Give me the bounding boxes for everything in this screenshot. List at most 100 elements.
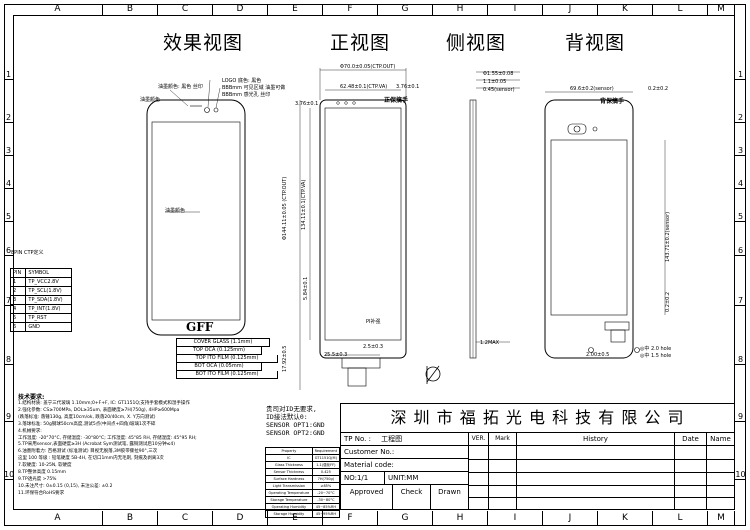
view-title-effect: 效果视图 [163, 32, 244, 54]
dim-va-width: 62.48±0.1(CTP.VA) [340, 84, 388, 90]
stack-layer: TOP ITO FILM (0.125mm) [176, 355, 278, 363]
row-label: 4 [735, 179, 746, 189]
pi-stiffener-label: PI补强 [366, 319, 381, 325]
unit-cell: UNIT:MM [385, 472, 469, 485]
dim-lower-total: 17.92±0.5 [282, 345, 288, 372]
front-hand-label: 正保搞手 [384, 97, 409, 104]
row-label: 5 [735, 212, 746, 222]
pin-cell: 3 [9, 295, 27, 305]
dim-fpc-tab: 2.5±0.3 [363, 344, 384, 350]
table-row: Storage Temperature-30~80°C [265, 496, 341, 504]
col-label: K [598, 511, 653, 526]
prop-cell: Sensor Thickness [265, 468, 313, 476]
history-grid-vline [488, 446, 489, 509]
dim-fpc-width: 25.5±0.3 [324, 352, 348, 358]
tech-line: 工作温度: -20°70°C, 存储温度: -30°80°C; 工作湿度: 45… [18, 435, 197, 441]
pin-header: PIN [9, 268, 27, 278]
prop-header: Property [265, 447, 313, 455]
stack-layer: BOT OCA (0.05mm) [176, 363, 262, 371]
prop-cell: 0.425 [311, 468, 341, 476]
col-label: M [708, 511, 735, 526]
tech-line: 7.软硬度: 10-25N, 软硬度 [18, 463, 72, 469]
mark-cell: Mark [489, 432, 517, 446]
prop-header: Requirement [311, 447, 341, 455]
row-label: 3 [735, 146, 746, 156]
history-grid-line [469, 497, 734, 498]
drawing-frame [4, 4, 746, 526]
col-label: C [158, 4, 213, 15]
prop-cell: Storage Humidity [265, 510, 313, 518]
prop-cell: Surface Hardness [265, 475, 313, 483]
side-view-drawing [469, 71, 520, 359]
row-label: 4 [4, 179, 13, 189]
front-view-drawing [299, 68, 407, 390]
tech-requirements: 技术要求: 1.结构材质: 盖宁三代玻璃 1.10mm;0+F+F, IC: G… [18, 392, 238, 498]
tp-no-label: TP No. : [344, 435, 371, 443]
customer-cell: Customer No.: [341, 446, 469, 459]
dim-height-total: Φ144.11±0.05 (CTP.OUT) [282, 176, 288, 240]
row-label: 8 [4, 355, 13, 365]
col-label: A [13, 4, 103, 15]
col-label: D [213, 511, 268, 526]
col-label: M [708, 4, 735, 15]
tech-line: 10.未注尺寸: 0±0.15 (0,15), 未注公差: ±0.2 [18, 483, 113, 489]
prop-cell: 45~95%RH [311, 510, 341, 518]
stack-layer: TOP OCA (0.125mm) [176, 347, 262, 355]
id-note-line: 贵司对ID无要求, [266, 405, 317, 413]
check-cell: Check [393, 485, 431, 509]
tp-no-value: 工程图 [381, 435, 403, 443]
material-cell: Material code: [341, 459, 469, 472]
pin-cell: TP_INT(1.8V) [25, 304, 72, 314]
dim-t1: 1.1±0.05 [483, 79, 507, 85]
row-label: 2 [4, 113, 13, 123]
tech-line: 8.TP整体高度 0.15mm [18, 470, 66, 476]
prop-cell: Light Transmission [265, 482, 313, 490]
tp-no-cell: TP No. : 工程图 [341, 432, 469, 446]
row-label: 10 [735, 470, 746, 480]
row-label: 9 [4, 412, 13, 422]
view-title-side: 侧视图 [446, 32, 507, 54]
dim-back-width: 69.6±0.2(sensor) [570, 86, 614, 92]
tech-line: 9.TP透光度 >75% [18, 476, 57, 482]
dim-t3: 1.2MAX [480, 340, 500, 346]
prop-cell: Storage Temperature [265, 496, 313, 504]
col-label: E [268, 511, 323, 526]
dim-width-total: Φ70.0±0.05(CTP.OUT) [340, 64, 396, 70]
ink-color-label: 油墨颜色 [165, 208, 186, 214]
tech-line: 1.结构材质: 盖宁三代玻璃 1.10mm;0+F+F, IC: GT1151Q… [18, 401, 190, 406]
view-title-back: 背视图 [565, 32, 626, 54]
dim-thickness: Φ1.55±0.08 [483, 71, 514, 77]
company-name: 深 圳 市 福 拓 光 电 科 技 有 限 公 司 [341, 404, 734, 433]
tech-title: 技术要求: [18, 394, 45, 401]
col-label: J [543, 4, 598, 15]
row-label: 1 [4, 70, 13, 80]
dim-back-fpc: 2.00±0.5 [586, 352, 610, 358]
back-view-drawing [544, 91, 666, 359]
col-label: H [433, 511, 488, 526]
row-label: 8 [735, 355, 746, 365]
row-label: 6 [4, 246, 13, 256]
prop-cell: Operating Temperature [265, 489, 313, 497]
history-grid-line [469, 472, 734, 473]
id-note-line: SENSOR OPT1:GND [266, 421, 325, 429]
name-cell: Name [707, 432, 734, 446]
tech-line: 11.环保符合RoHS要求 [18, 490, 65, 496]
pin-cell: GND [25, 322, 72, 332]
row-label: 6 [735, 246, 746, 256]
row-label: 5 [4, 212, 13, 222]
col-label: F [323, 4, 378, 15]
gff-label: GFF [186, 320, 214, 334]
col-label: B [103, 4, 158, 15]
prop-cell: 1.1(强化FF) [311, 461, 341, 469]
history-grid-vline [706, 446, 707, 509]
